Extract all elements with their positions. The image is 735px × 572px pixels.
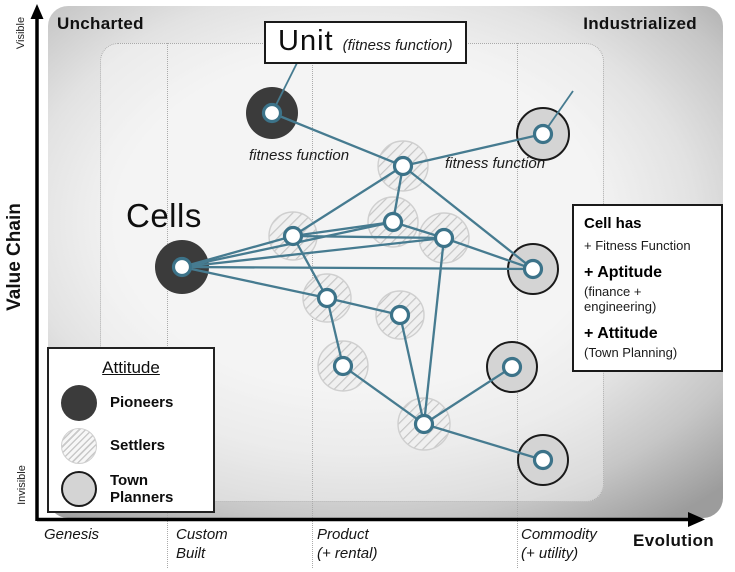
stage-label-custom-built: Custom Built [176,526,228,564]
settler-swatch-icon [61,427,97,464]
legend-row-town-planners: Town Planners [49,467,213,510]
stage-label-line: Custom [176,526,228,543]
node-core-C [532,123,554,145]
stage-label-line: Commodity [521,526,597,543]
node-core-M [501,356,523,378]
stage-label-line: Genesis [44,526,100,543]
stage-label-line: (+ rental) [317,544,378,562]
edge-J-L [398,314,426,425]
edge-B-C [402,132,544,168]
edge-L-N [423,422,544,462]
y-axis-title: Value Chain [4,203,25,311]
edge-L-M [423,366,513,425]
legend-title: Attitude [102,358,160,377]
edge-I-K [325,297,345,367]
edge-H-I [181,265,328,300]
cell-has-box: Cell has + Fitness Function + Aptitude (… [572,204,723,372]
attitude-legend: Attitude Pioneers Settlers Town Planners [47,347,215,513]
cell-has-item: + Fitness Function [584,238,691,253]
node-core-I [316,287,338,309]
edge-D-F [292,234,445,240]
label-uncharted: Uncharted [57,14,144,33]
unit-annotation-box: Unit (fitness function) [264,21,467,64]
stage-boundary-commodity [517,43,518,568]
edge-I-J [326,296,401,317]
y-axis-arrow-icon [30,4,44,19]
y-axis-top-label: Visible [15,16,27,50]
fitness-function-label-right: fitness function [445,155,546,172]
edge-G-H [181,265,534,271]
x-axis-arrow-icon [688,512,705,527]
node-core-F [433,227,455,249]
node-core-A [261,102,283,124]
cell-has-title: Cell has [584,215,642,232]
edge-D-E [292,220,394,238]
cell-has-item: + Attitude [584,325,658,342]
y-axis-bottom-label: Invisible [16,465,28,505]
node-core-D [282,225,304,247]
node-core-N [532,449,554,471]
stage-label-product: Product (+ rental) [317,526,377,564]
stage-label-line: Built [176,544,206,562]
node-core-H [171,256,193,278]
axes [30,4,705,527]
edge-F-L [422,237,446,425]
edge-F-H [181,236,445,269]
legend-label: Pioneers [110,394,174,411]
cell-has-item: (finance + engineering) [584,284,657,314]
cell-has-item: + Aptitude [584,264,663,281]
stage-label-genesis: Genesis [44,526,99,545]
legend-row-settlers: Settlers [49,424,213,467]
stage-label-commodity: Commodity (+ utility) [521,526,597,564]
x-axis-title: Evolution [633,531,715,550]
node-core-B [392,155,414,177]
edges [181,62,574,462]
node-core-E [382,211,404,233]
legend-label: Town Planners [110,471,174,506]
cell-has-item: (Town Planning) [584,345,678,360]
node-attitude-halos [155,87,570,486]
fitness-function-label-left: fitness function [249,147,350,164]
label-industrialized: Industrialized [583,14,697,33]
unit-title: Unit [278,25,334,57]
stage-label-line: Product [317,526,369,543]
unit-subtitle: (fitness function) [342,37,453,54]
edge-B-G [402,165,534,270]
edge-E-H [181,220,394,269]
edge-F-G [443,236,534,271]
node-cores [171,102,554,471]
node-core-G [522,258,544,280]
town-planner-swatch-icon [61,470,97,507]
edge-K-L [342,365,425,425]
cells-label: Cells [126,197,202,234]
legend-label: Settlers [110,437,166,454]
edge-B-D [292,165,404,237]
stage-boundary-custom [167,43,168,568]
legend-row-pioneers: Pioneers [49,381,213,424]
edge-D-H [181,234,294,269]
node-core-K [332,355,354,377]
node-core-L [413,413,435,435]
node-core-J [389,304,411,326]
edge-A-B [271,111,404,168]
stage-label-line: (+ utility) [521,544,579,562]
pioneer-swatch-icon [61,384,97,421]
